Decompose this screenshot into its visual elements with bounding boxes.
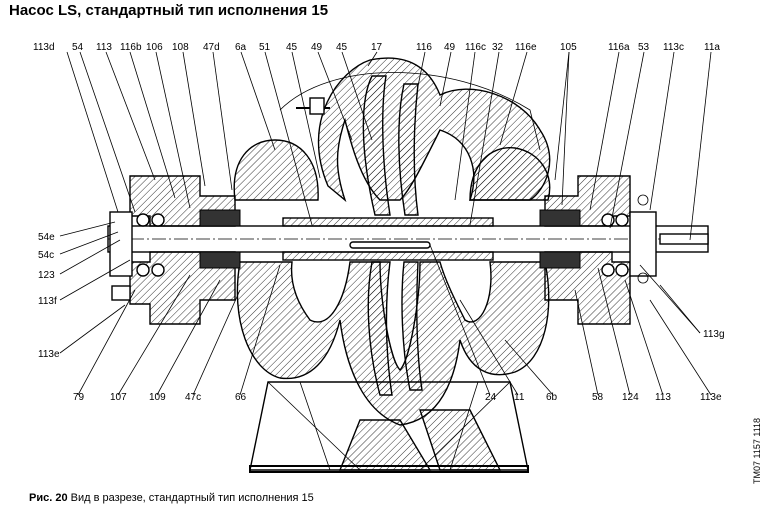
label-124: 124 [622, 392, 639, 403]
right-bearing-housing [539, 175, 657, 325]
label-109: 109 [149, 392, 166, 403]
label-45b: 45 [336, 42, 348, 53]
labels-right: 113g [703, 329, 725, 340]
figure-caption: Рис. 20 Вид в разрезе, стандартный тип и… [29, 492, 314, 504]
label-32: 32 [492, 42, 504, 53]
left-bearing-housing [109, 175, 241, 325]
leader-lines [59, 51, 712, 396]
label-107: 107 [110, 392, 127, 403]
label-116c: 116c [465, 42, 486, 53]
label-54: 54 [72, 42, 84, 53]
document-id: TM07 1157 1118 [752, 417, 762, 484]
label-113f: 113f [38, 296, 57, 307]
pump-base [249, 381, 529, 473]
label-54c: 54c [38, 250, 54, 261]
label-66: 66 [235, 392, 247, 403]
labels-bottom: 79 107 109 47c 66 24 11 6b 58 124 113 11… [73, 392, 722, 403]
label-11: 11 [514, 392, 525, 403]
label-24: 24 [485, 392, 497, 403]
label-113e-right: 113e [700, 392, 722, 403]
label-49a: 49 [311, 42, 323, 53]
figure-caption-text: Вид в разрезе, стандартный тип исполнени… [70, 492, 314, 504]
label-105: 105 [560, 42, 577, 53]
label-116e: 116e [515, 42, 537, 53]
figure-number: Рис. 20 [29, 492, 68, 504]
shaft [107, 217, 709, 261]
label-6b: 6b [546, 392, 558, 403]
label-123: 123 [38, 270, 55, 281]
label-54e: 54e [38, 232, 55, 243]
label-6a: 6a [235, 42, 247, 53]
label-45a: 45 [286, 42, 298, 53]
label-113: 113 [96, 42, 112, 53]
label-51: 51 [259, 42, 271, 53]
label-116b: 116b [120, 42, 142, 53]
label-49b: 49 [444, 42, 456, 53]
label-113-bottom: 113 [655, 392, 671, 403]
label-113c: 113c [663, 42, 684, 53]
label-47c: 47c [185, 392, 201, 403]
label-116a: 116a [608, 42, 630, 53]
label-11a: 11a [704, 42, 720, 53]
label-113g: 113g [703, 329, 725, 340]
label-47d: 47d [203, 42, 220, 53]
label-17: 17 [371, 42, 383, 53]
label-53: 53 [638, 42, 650, 53]
page-title: Насос LS, стандартный тип исполнения 15 [9, 2, 329, 19]
label-108: 108 [172, 42, 189, 53]
label-113e-left: 113e [38, 349, 60, 360]
label-106: 106 [146, 42, 163, 53]
labels-left: 54e 54c 123 113f 113e [38, 232, 60, 360]
label-79: 79 [73, 392, 85, 403]
label-58: 58 [592, 392, 604, 403]
labels-top: 113d 54 113 116b 106 108 47d 6a 51 45 49… [33, 42, 720, 53]
label-113d: 113d [33, 42, 55, 53]
label-116: 116 [416, 42, 432, 53]
